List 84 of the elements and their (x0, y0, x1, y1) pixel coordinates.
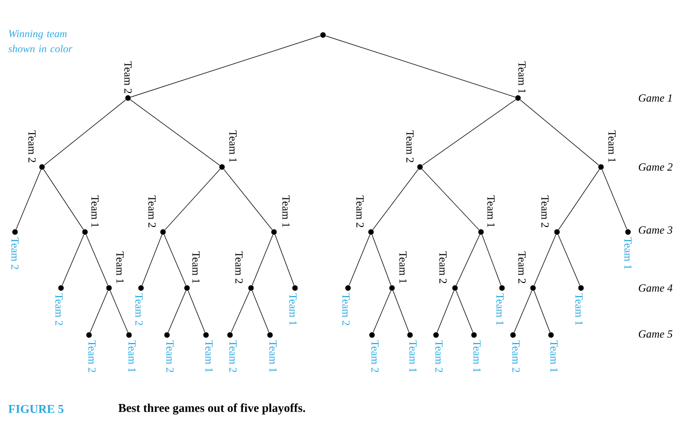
team-label: Team 2 (439, 251, 447, 284)
team-label: Team 2 (435, 340, 443, 372)
branch-line (422, 168, 480, 230)
team-label: Team 1 (128, 340, 136, 372)
branch-line (224, 169, 272, 230)
team-label: Team 1 (409, 340, 417, 372)
game-label: Game 2 (638, 163, 672, 171)
branch-line (164, 234, 186, 286)
branch-line (348, 234, 370, 286)
team-label: Team 2 (28, 130, 36, 162)
team-label: Team 2 (406, 130, 414, 162)
branch-line (558, 234, 580, 286)
branch-line (392, 290, 410, 333)
team-label: Team 2 (356, 195, 364, 228)
branch-line (44, 100, 126, 166)
team-label: Team 1 (205, 340, 213, 372)
team-label: Team 2 (124, 61, 132, 94)
branch-line (422, 99, 516, 166)
team-label: Team 1 (496, 293, 504, 326)
team-label: Team 1 (91, 195, 99, 228)
branch-line (372, 169, 419, 230)
team-label: Team 1 (229, 130, 237, 162)
team-label: Team 2 (55, 293, 63, 326)
branch-line (164, 168, 220, 230)
team-label: Team 1 (518, 61, 526, 94)
team-label: Team 2 (148, 195, 156, 228)
team-label: Team 2 (135, 293, 143, 326)
branch-line (534, 290, 550, 333)
team-label: Team 1 (116, 251, 124, 284)
branch-line (86, 234, 108, 286)
branch-line (142, 234, 162, 286)
branch-line (188, 290, 206, 333)
game-label: Game 5 (638, 330, 672, 338)
branch-line (436, 290, 454, 333)
branch-line (230, 290, 250, 333)
figure-number: FIGURE 5 (8, 404, 64, 414)
branch-line (514, 290, 532, 333)
branch-line (372, 290, 392, 333)
team-label: Team 1 (487, 195, 495, 228)
team-label: Team 2 (371, 340, 379, 372)
branch-line (520, 100, 600, 166)
team-label: Team 2 (166, 340, 174, 372)
team-label: Team 1 (289, 293, 297, 326)
branch-line (90, 290, 108, 333)
branch-line (130, 99, 220, 166)
branch-line (43, 169, 84, 230)
branch-line (534, 234, 556, 286)
team-label: Team 2 (235, 251, 243, 284)
branch-line (326, 36, 516, 98)
branch-line (602, 169, 628, 230)
branch-line (274, 234, 294, 286)
team-label: Team 2 (229, 340, 237, 372)
team-label: Team 1 (550, 340, 558, 372)
branch-line (252, 234, 274, 286)
branch-line (130, 36, 320, 98)
game-label: Game 1 (638, 94, 672, 102)
branch-line (372, 234, 392, 286)
team-label: Team 2 (512, 340, 520, 372)
branch-line (62, 234, 84, 286)
team-label: Team 2 (88, 340, 96, 372)
branch-line (252, 290, 270, 333)
game-label: Game 3 (638, 226, 672, 234)
note: Winning team shown in color (8, 30, 72, 52)
team-label: Team 1 (608, 130, 616, 162)
caption: Best three games out of five playoffs. (118, 403, 306, 415)
team-label: Team 1 (282, 195, 290, 228)
branch-line (558, 169, 600, 230)
team-label: Team 1 (269, 340, 277, 372)
branch-line (482, 234, 502, 286)
team-label: Team 1 (399, 251, 407, 284)
team-label: Team 2 (518, 251, 526, 284)
team-label: Team 2 (342, 293, 350, 326)
team-label: Team 1 (624, 237, 632, 270)
branch-line (168, 290, 186, 333)
team-label: Team 2 (11, 237, 19, 270)
branch-line (16, 169, 42, 230)
team-label: Team 2 (541, 195, 549, 228)
game-label: Game 4 (638, 284, 672, 292)
team-label: Team 1 (575, 293, 583, 326)
team-label: Team 1 (473, 340, 481, 372)
branch-line (110, 290, 128, 333)
team-label: Team 1 (192, 251, 200, 284)
branch-line (456, 234, 480, 286)
branch-line (456, 290, 474, 333)
